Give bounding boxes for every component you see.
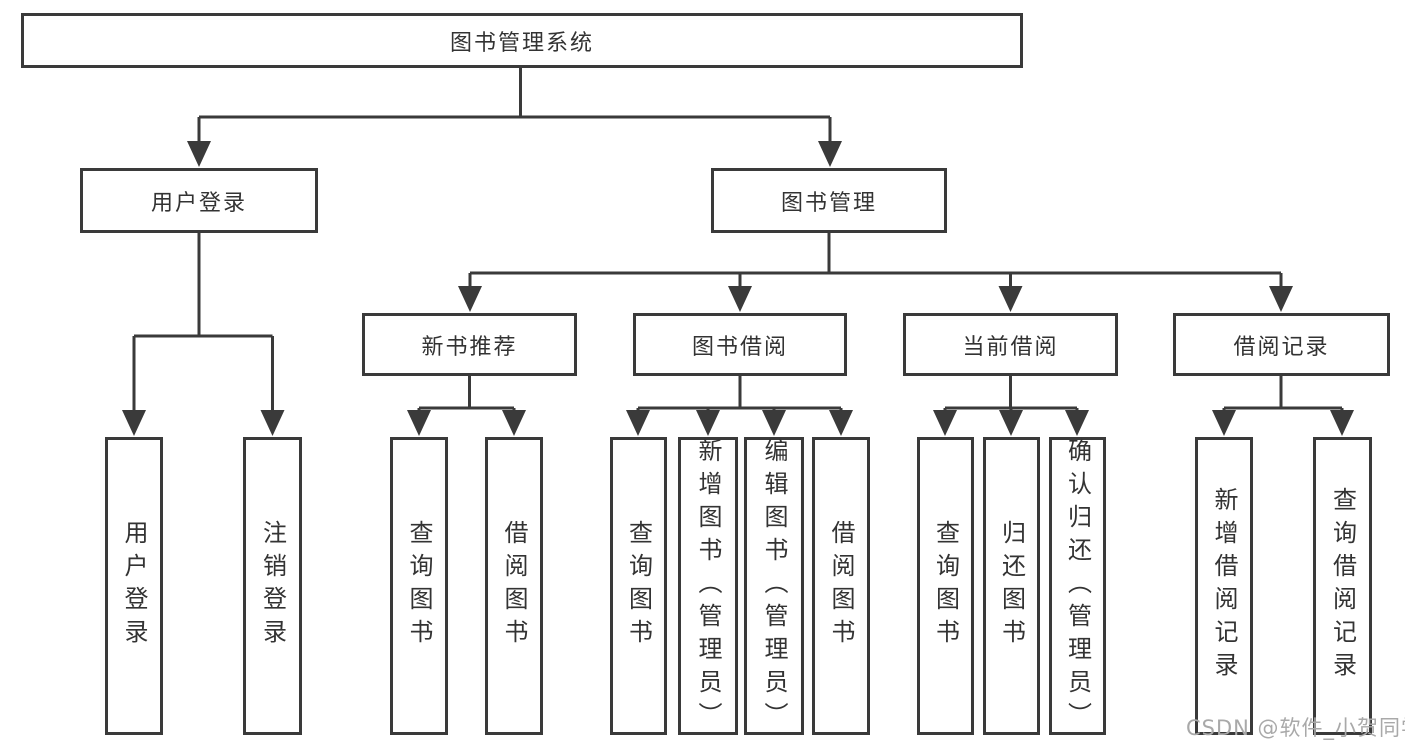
leaf-edit-book-admin: 编辑图书（管理员） <box>744 437 804 735</box>
connector-borrowrecords-to-leaves <box>1212 376 1354 436</box>
arrowhead-icon <box>728 286 752 312</box>
arrowhead-icon <box>1065 410 1089 436</box>
node-label: 查询图书 <box>624 520 653 652</box>
connector-userlogin-to-leaves <box>122 233 285 436</box>
node-label: 借阅图书 <box>500 520 528 652</box>
node-label: 图书借阅 <box>691 334 788 360</box>
node-label: 新书推荐 <box>421 334 518 360</box>
node-label: 注销登录 <box>258 520 287 652</box>
connector-bookborrow-to-leaves <box>626 376 853 436</box>
connector-line <box>1222 376 1344 416</box>
node-book-borrow: 图书借阅 <box>633 313 847 376</box>
node-label: 当前借阅 <box>962 334 1059 360</box>
connector-bookmgmt-to-level3 <box>458 233 1293 312</box>
node-label: 查询图书 <box>405 520 433 652</box>
node-label: 查询图书 <box>931 520 960 652</box>
node-label: 编辑图书（管理员） <box>760 437 788 735</box>
connector-line <box>468 233 1283 292</box>
arrowhead-icon <box>626 410 650 436</box>
node-book-management: 图书管理 <box>711 168 947 233</box>
leaf-add-book-admin: 新增图书（管理员） <box>678 437 738 735</box>
arrowhead-icon <box>829 410 853 436</box>
arrowhead-icon <box>696 410 720 436</box>
node-user-login: 用户登录 <box>80 168 318 233</box>
arrowhead-icon <box>933 410 957 436</box>
connector-line <box>132 233 274 416</box>
leaf-return-books: 归还图书 <box>983 437 1040 735</box>
arrowhead-icon <box>122 410 146 436</box>
node-label: 新增借阅记录 <box>1210 487 1238 685</box>
arrowhead-icon <box>260 410 285 436</box>
node-label: 借阅记录 <box>1233 334 1330 360</box>
connector-currentborrow-to-leaves <box>933 376 1089 436</box>
node-library-system: 图书管理系统 <box>21 13 1023 68</box>
arrowhead-icon <box>187 141 211 167</box>
arrowhead-icon <box>1330 410 1354 436</box>
node-new-book-recommend: 新书推荐 <box>362 313 577 376</box>
connector-root-to-level2 <box>187 68 842 167</box>
arrowhead-icon <box>407 410 431 436</box>
leaf-borrow-books: 借阅图书 <box>812 437 870 735</box>
node-label: 用户登录 <box>150 190 247 216</box>
node-label: 确认归还（管理员） <box>1063 437 1092 735</box>
arrowhead-icon <box>502 410 526 436</box>
node-label: 用户登录 <box>120 520 148 652</box>
node-label: 图书管理 <box>780 190 877 216</box>
node-borrow-records: 借阅记录 <box>1173 313 1390 376</box>
arrowhead-icon <box>1269 286 1293 312</box>
leaf-current-query-books: 查询图书 <box>917 437 974 735</box>
leaf-borrow-query-books: 查询图书 <box>610 437 667 735</box>
node-label: 新增图书（管理员） <box>694 437 722 735</box>
arrowhead-icon <box>999 410 1023 436</box>
arrowhead-icon <box>458 286 482 312</box>
leaf-recommend-query-books: 查询图书 <box>390 437 448 735</box>
leaf-query-borrow-record: 查询借阅记录 <box>1313 437 1372 735</box>
connector-line <box>417 376 516 416</box>
connector-line <box>197 68 832 146</box>
leaf-logout: 注销登录 <box>243 437 302 735</box>
node-current-borrow: 当前借阅 <box>903 313 1118 376</box>
csdn-watermark: CSDN @软件_小贺同学 <box>1186 716 1405 740</box>
node-label: 借阅图书 <box>827 520 855 652</box>
connector-line <box>636 376 843 416</box>
arrowhead-icon <box>1212 410 1236 436</box>
leaf-user-login: 用户登录 <box>105 437 163 735</box>
leaf-confirm-return-admin: 确认归还（管理员） <box>1049 437 1106 735</box>
arrowhead-icon <box>818 141 842 167</box>
leaf-recommend-borrow-books: 借阅图书 <box>485 437 543 735</box>
node-label: 查询借阅记录 <box>1328 487 1357 685</box>
arrowhead-icon <box>998 286 1023 312</box>
arrowhead-icon <box>762 410 786 436</box>
leaf-add-borrow-record: 新增借阅记录 <box>1195 437 1253 735</box>
node-label: 归还图书 <box>997 520 1026 652</box>
node-label: 图书管理系统 <box>449 30 594 56</box>
connector-newbook-to-leaves <box>407 376 526 436</box>
